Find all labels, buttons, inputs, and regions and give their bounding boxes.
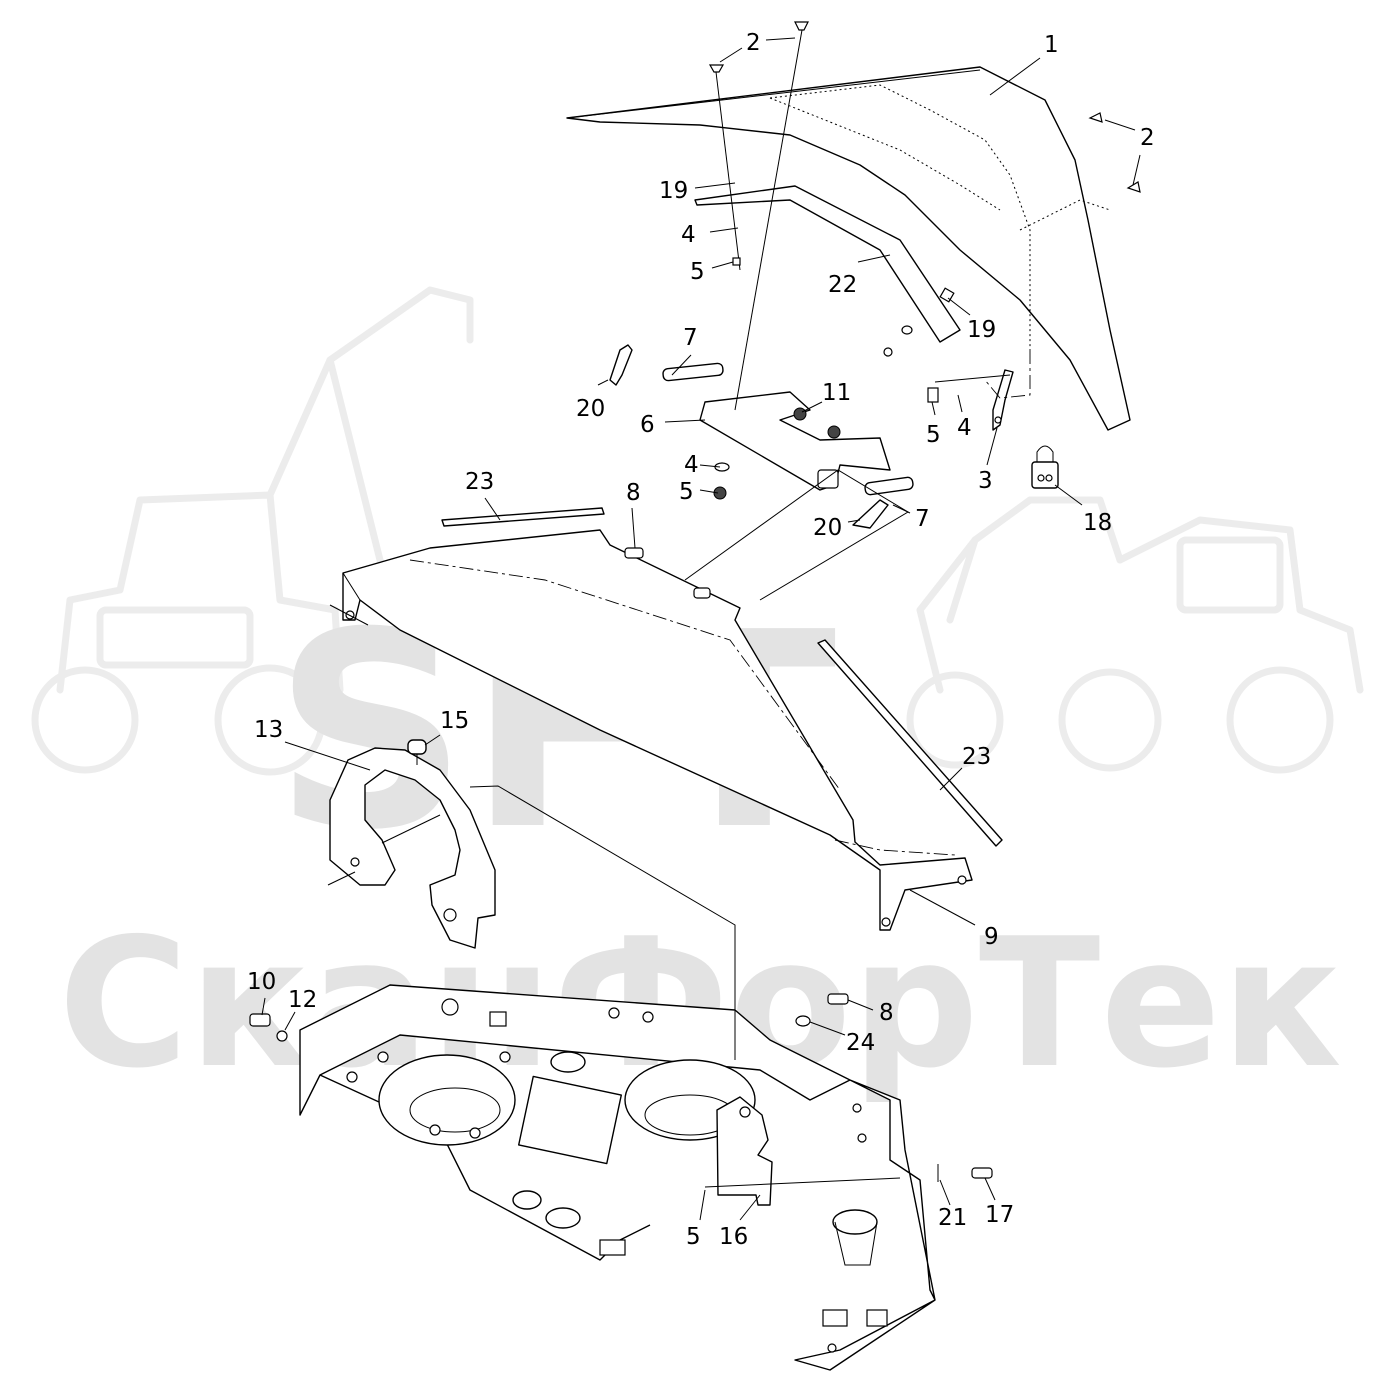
callout-10: 10	[247, 969, 276, 995]
padlock-part-18	[1031, 445, 1059, 489]
callout-5: 5	[686, 1224, 701, 1250]
callout-5: 5	[926, 422, 941, 448]
gas-strut-lower-part-7	[852, 476, 914, 529]
bracket-part-16	[716, 1096, 773, 1206]
callout-4: 4	[684, 452, 699, 478]
callout-5: 5	[679, 479, 694, 505]
callout-24: 24	[846, 1030, 875, 1056]
callout-19: 19	[967, 317, 996, 343]
hinge-bracket-part-6	[699, 391, 891, 491]
callout-17: 17	[985, 1202, 1014, 1228]
watermark-excavator-right	[906, 496, 1364, 774]
callout-16: 16	[719, 1224, 748, 1250]
front-panel-outline	[684, 469, 909, 601]
callout-labels: 1 2 2 19 4 5 22 19 7 20 11 6 5 4 3 18 4 …	[247, 30, 1155, 1250]
callout-2: 2	[1140, 125, 1155, 151]
frame-rail-part-9	[342, 529, 973, 931]
callout-21: 21	[938, 1205, 967, 1231]
callout-5: 5	[690, 259, 705, 285]
parts-drawing	[249, 21, 1141, 1371]
callout-leaders	[261, 37, 1141, 1221]
callout-8: 8	[626, 480, 641, 506]
hood-cover-part-1	[566, 66, 1131, 431]
callout-20: 20	[813, 515, 842, 541]
fasteners	[249, 21, 1141, 1188]
rubber-strip-lower-part-23	[817, 639, 1003, 847]
callout-20: 20	[576, 396, 605, 422]
callout-6: 6	[640, 412, 655, 438]
callout-4: 4	[957, 415, 972, 441]
callout-18: 18	[1083, 510, 1112, 536]
callout-7: 7	[683, 325, 698, 351]
callout-13: 13	[254, 717, 283, 743]
callout-15: 15	[440, 708, 469, 734]
callout-7: 7	[915, 506, 930, 532]
callout-12: 12	[288, 987, 317, 1013]
rubber-strip-upper-part-23	[441, 507, 605, 527]
callout-2: 2	[746, 30, 761, 56]
callout-23: 23	[962, 744, 991, 770]
callout-23: 23	[465, 469, 494, 495]
latch-plate-part-3	[992, 369, 1014, 431]
seal-strip-part-22	[694, 185, 961, 343]
callout-11: 11	[822, 380, 851, 406]
callout-9: 9	[984, 924, 999, 950]
callout-19: 19	[659, 178, 688, 204]
callout-3: 3	[978, 468, 993, 494]
watermark-tractor-left	[31, 286, 474, 776]
callout-8: 8	[879, 1000, 894, 1026]
callout-1: 1	[1044, 32, 1059, 58]
callout-22: 22	[828, 272, 857, 298]
arch-panel-part-13	[329, 747, 496, 949]
assembly-lines	[327, 350, 1031, 1060]
gas-strut-upper-part-7	[609, 344, 724, 386]
callout-4: 4	[681, 222, 696, 248]
grommet-part-15	[407, 739, 427, 765]
